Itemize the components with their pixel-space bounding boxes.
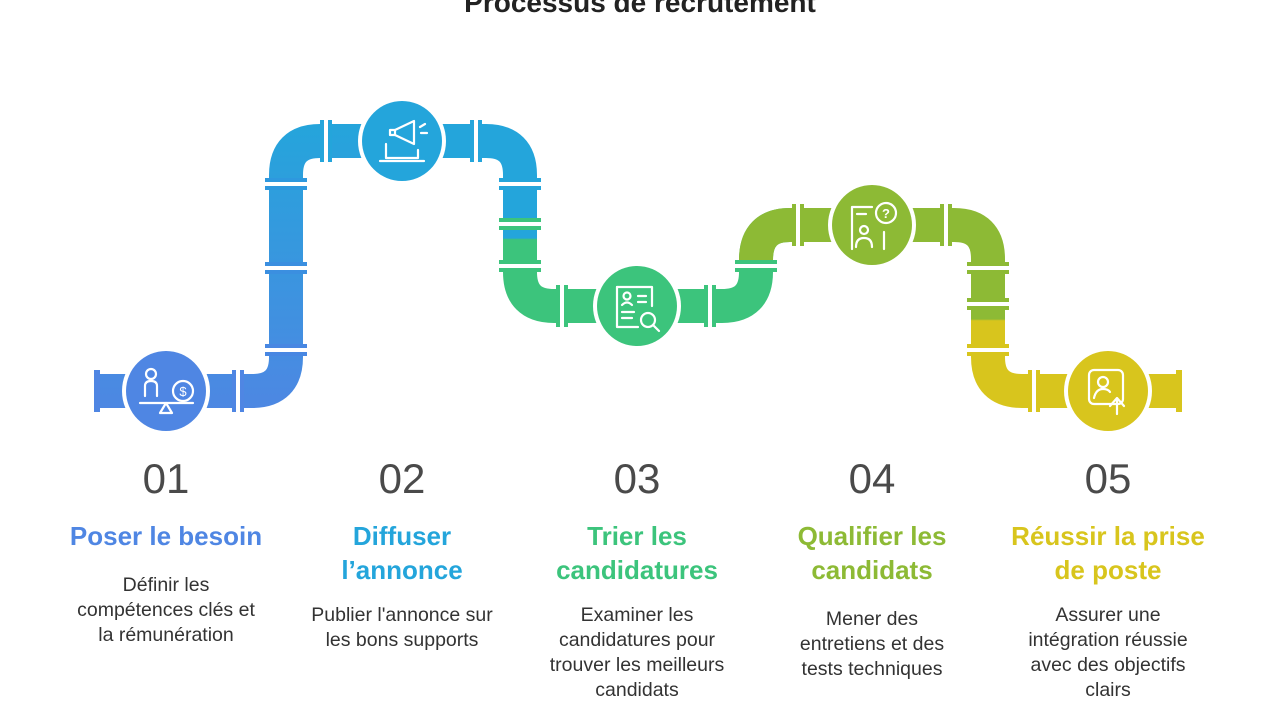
pipe-segment-3-4-top [739,208,872,277]
step-title: Poser le besoin [69,521,263,551]
pipe-couplings [94,120,1182,412]
step-number: 01 [142,455,190,502]
svg-text:$: $ [179,384,187,399]
profile-upload-icon [1087,368,1126,416]
step-title: Trier les candidatures [556,521,718,585]
step-3-node [593,262,681,350]
svg-text:?: ? [882,206,890,221]
interview-question-icon: ? [850,201,898,251]
step-description: Assurer une intégration réussie avec des… [1028,604,1188,701]
resume-search-icon [615,285,661,333]
step-4: 04 Qualifier les candidats Mener des ent… [762,0,982,720]
step-number: 05 [1084,455,1132,502]
step-number: 03 [613,455,661,502]
person-money-balance-icon: $ [138,367,195,415]
page-title: Processus de recrutement [464,0,816,18]
step-title: Réussir la prise de poste [1011,521,1205,585]
step-3: 03 Trier les candidatures Examiner les c… [527,0,747,720]
step-description: Examiner les candidatures pour trouver l… [549,604,725,701]
step-title: Qualifier les candidats [797,521,947,585]
step-1-node: $ [122,347,210,435]
laptop-megaphone-icon [378,119,429,163]
step-2: 02 Diffuser l’annonce Publier l'annonce … [292,0,512,720]
step-title: Diffuser l’annonce [341,521,463,585]
step-5: 05 Réussir la prise de poste Assurer une… [998,0,1218,720]
step-5-node [1064,347,1152,435]
step-1: 01 Poser le besoin Définir les compétenc… [56,0,276,720]
step-description: Publier l'annonce sur les bons supports [311,604,493,651]
step-description: Mener des entretiens et des tests techni… [799,608,945,680]
step-4-node: ? [828,181,916,269]
step-number: 02 [378,455,426,502]
step-2-node [358,97,446,185]
step-number: 04 [848,455,896,502]
step-description: Définir les compétences clés et la rémun… [77,574,255,646]
